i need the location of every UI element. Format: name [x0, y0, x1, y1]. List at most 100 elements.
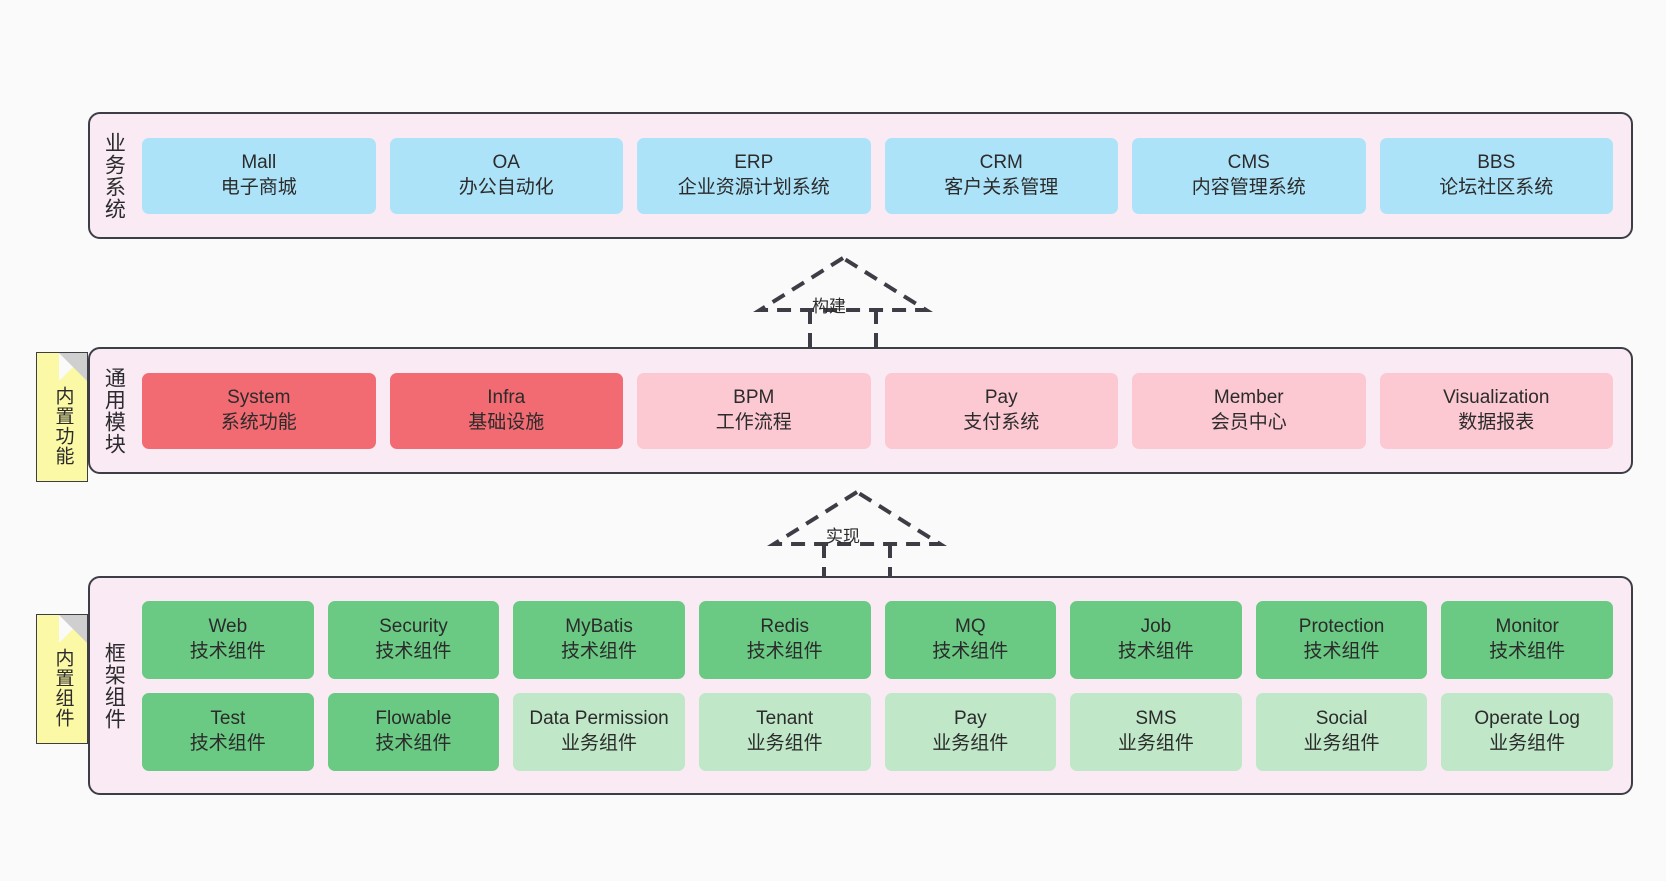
card-subtitle: 业务组件 — [746, 732, 823, 754]
card-title: Data Permission — [529, 708, 669, 730]
card-title: Member — [1213, 387, 1284, 409]
layer-body-common-module: System 系统功能 Infra 基础设施 BPM 工作流程 Pay 支付系统… — [136, 349, 1631, 472]
card-infra[interactable]: Infra 基础设施 — [389, 372, 623, 449]
card-row: Mall 电子商城 OA 办公自动化 ERP 企业资源计划系统 CRM 客户关系… — [142, 137, 1613, 214]
layer-title-common-module: 通用模块 — [102, 366, 126, 455]
card-subtitle: 电子商城 — [220, 176, 297, 198]
card-web[interactable]: Web 技术组件 — [142, 600, 314, 679]
layer-title-framework-component: 框架组件 — [102, 641, 126, 730]
card-subtitle: 技术组件 — [189, 640, 266, 662]
card-subtitle: 技术组件 — [375, 732, 452, 754]
card-title: ERP — [734, 152, 774, 174]
layer-business-system: 业务系统 Mall 电子商城 OA 办公自动化 ERP 企业资源计划系统 CRM… — [88, 112, 1633, 239]
card-title: CMS — [1227, 152, 1270, 174]
card-data-permission[interactable]: Data Permission 业务组件 — [513, 692, 685, 771]
connector-label-implement: 实现 — [826, 527, 860, 546]
card-title: Visualization — [1443, 387, 1550, 409]
card-subtitle: 论坛社区系统 — [1439, 176, 1554, 198]
card-visualization[interactable]: Visualization 数据报表 — [1379, 372, 1613, 449]
card-pay-business[interactable]: Pay 业务组件 — [884, 692, 1057, 771]
card-title: Web — [208, 616, 248, 638]
card-security[interactable]: Security 技术组件 — [327, 600, 500, 679]
layer-common-module: 通用模块 System 系统功能 Infra 基础设施 BPM 工作流程 Pay… — [88, 347, 1633, 474]
card-title: System — [227, 387, 291, 409]
card-title: Pay — [953, 708, 987, 730]
card-title: MQ — [955, 616, 986, 638]
card-sms[interactable]: SMS 业务组件 — [1070, 692, 1242, 771]
card-tenant[interactable]: Tenant 业务组件 — [698, 692, 871, 771]
card-title: Operate Log — [1474, 708, 1580, 730]
connector-label-build: 构建 — [812, 297, 846, 316]
layer-body-business-system: Mall 电子商城 OA 办公自动化 ERP 企业资源计划系统 CRM 客户关系… — [136, 114, 1631, 237]
card-title: Pay — [984, 387, 1018, 409]
card-subtitle: 支付系统 — [963, 411, 1040, 433]
card-subtitle: 技术组件 — [1489, 640, 1566, 662]
card-title: Test — [210, 708, 246, 730]
card-subtitle: 基础设施 — [468, 411, 545, 433]
card-mq[interactable]: MQ 技术组件 — [884, 600, 1057, 679]
note-label: 内置组件 — [52, 648, 74, 728]
card-title: Mall — [241, 152, 277, 174]
note-label: 内置功能 — [52, 386, 74, 466]
card-flowable[interactable]: Flowable 技术组件 — [327, 692, 500, 771]
card-crm[interactable]: CRM 客户关系管理 — [884, 137, 1118, 214]
card-title: MyBatis — [565, 616, 633, 638]
card-title: Redis — [760, 616, 809, 638]
layer-title-business-system: 业务系统 — [102, 131, 126, 220]
card-subtitle: 内容管理系统 — [1191, 176, 1306, 198]
layer-body-framework-component: Web 技术组件 Security 技术组件 MyBatis 技术组件 Redi… — [136, 578, 1631, 793]
card-subtitle: 技术组件 — [375, 640, 452, 662]
card-system[interactable]: System 系统功能 — [142, 372, 376, 449]
card-subtitle: 工作流程 — [715, 411, 792, 433]
card-subtitle: 技术组件 — [932, 640, 1009, 662]
card-subtitle: 客户关系管理 — [944, 176, 1059, 198]
card-subtitle: 技术组件 — [1303, 640, 1380, 662]
card-title: Protection — [1298, 616, 1385, 638]
card-subtitle: 办公自动化 — [458, 176, 554, 198]
card-title: CRM — [979, 152, 1023, 174]
card-monitor[interactable]: Monitor 技术组件 — [1441, 600, 1613, 679]
card-subtitle: 数据报表 — [1458, 411, 1535, 433]
card-mybatis[interactable]: MyBatis 技术组件 — [513, 600, 685, 679]
card-protection[interactable]: Protection 技术组件 — [1255, 600, 1428, 679]
card-title: Tenant — [756, 708, 814, 730]
card-title: Job — [1140, 616, 1172, 638]
layer-framework-component: 框架组件 Web 技术组件 Security 技术组件 MyBatis 技术组件… — [88, 576, 1633, 795]
card-row: System 系统功能 Infra 基础设施 BPM 工作流程 Pay 支付系统… — [142, 372, 1613, 449]
card-title: Security — [379, 616, 448, 638]
note-builtin-feature: 内置功能 — [36, 352, 88, 482]
card-title: BBS — [1477, 152, 1516, 174]
card-subtitle: 技术组件 — [1117, 640, 1194, 662]
card-subtitle: 技术组件 — [746, 640, 823, 662]
card-row: Web 技术组件 Security 技术组件 MyBatis 技术组件 Redi… — [142, 600, 1613, 679]
card-bbs[interactable]: BBS 论坛社区系统 — [1379, 137, 1613, 214]
card-subtitle: 业务组件 — [1303, 732, 1380, 754]
card-operate-log[interactable]: Operate Log 业务组件 — [1441, 692, 1613, 771]
card-job[interactable]: Job 技术组件 — [1070, 600, 1242, 679]
card-subtitle: 业务组件 — [1489, 732, 1566, 754]
card-title: BPM — [733, 387, 775, 409]
card-title: Social — [1315, 708, 1368, 730]
card-bpm[interactable]: BPM 工作流程 — [637, 372, 871, 449]
card-test[interactable]: Test 技术组件 — [142, 692, 314, 771]
card-subtitle: 技术组件 — [189, 732, 266, 754]
card-redis[interactable]: Redis 技术组件 — [698, 600, 871, 679]
card-subtitle: 系统功能 — [220, 411, 297, 433]
card-subtitle: 会员中心 — [1210, 411, 1287, 433]
card-oa[interactable]: OA 办公自动化 — [389, 137, 623, 214]
card-social[interactable]: Social 业务组件 — [1255, 692, 1428, 771]
card-mall[interactable]: Mall 电子商城 — [142, 137, 376, 214]
card-cms[interactable]: CMS 内容管理系统 — [1132, 137, 1366, 214]
card-row: Test 技术组件 Flowable 技术组件 Data Permission … — [142, 692, 1613, 771]
card-title: Monitor — [1495, 616, 1559, 638]
note-builtin-component: 内置组件 — [36, 614, 88, 744]
card-subtitle: 技术组件 — [561, 640, 638, 662]
card-subtitle: 业务组件 — [561, 732, 638, 754]
card-erp[interactable]: ERP 企业资源计划系统 — [637, 137, 871, 214]
card-member[interactable]: Member 会员中心 — [1132, 372, 1366, 449]
card-subtitle: 业务组件 — [1117, 732, 1194, 754]
card-title: Flowable — [375, 708, 452, 730]
card-subtitle: 企业资源计划系统 — [677, 176, 830, 198]
card-title: Infra — [487, 387, 526, 409]
card-pay[interactable]: Pay 支付系统 — [884, 372, 1118, 449]
